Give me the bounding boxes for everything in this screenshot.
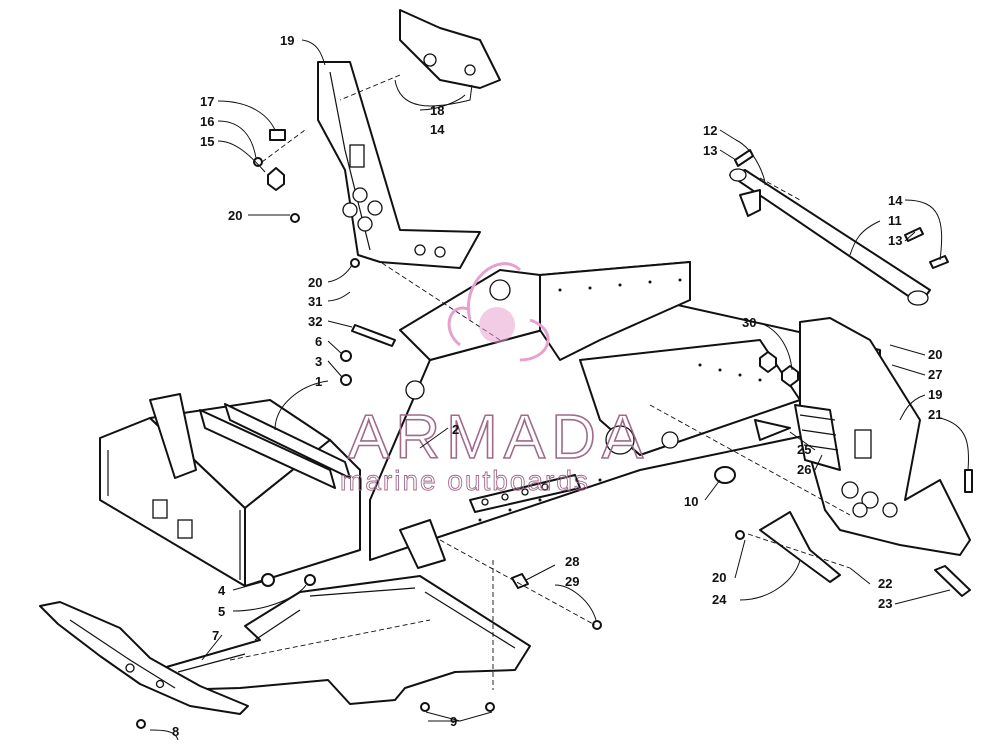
assembly-lines (261, 74, 851, 690)
small-parts (136, 129, 973, 729)
callout-28: 28 (565, 554, 579, 569)
rivet-row (478, 278, 762, 522)
steering-bracket (399, 9, 501, 89)
callout-9: 9 (450, 714, 457, 729)
callout-22: 22 (878, 576, 892, 591)
callout-23: 23 (878, 596, 892, 611)
callout-20-c: 20 (928, 347, 942, 362)
callout-5: 5 (218, 604, 225, 619)
callout-14-right: 14 (888, 193, 903, 208)
callout-7: 7 (212, 628, 219, 643)
callout-18: 18 (430, 103, 444, 118)
callout-13-b: 13 (888, 233, 902, 248)
callout-14-left: 14 (430, 122, 445, 137)
callout-leaders (149, 39, 969, 741)
callout-3: 3 (315, 354, 322, 369)
callout-26: 26 (797, 462, 811, 477)
callout-21: 21 (928, 407, 942, 422)
skid-plate (39, 601, 249, 715)
watermark-tagline: marine outboards (340, 465, 590, 496)
callout-31: 31 (308, 294, 322, 309)
steering-support-left (317, 61, 481, 269)
callout-1: 1 (315, 374, 322, 389)
callout-13-a: 13 (703, 143, 717, 158)
callout-20-b: 20 (308, 275, 322, 290)
callout-17: 17 (200, 94, 214, 109)
callout-12: 12 (703, 123, 717, 138)
callout-32: 32 (308, 314, 322, 329)
callout-19-left: 19 (280, 33, 294, 48)
callout-15: 15 (200, 134, 214, 149)
callout-30: 30 (742, 315, 756, 330)
callout-numbers: 19 17 16 15 18 14 20 20 31 32 6 3 1 2 4 … (172, 33, 942, 739)
callout-27: 27 (928, 367, 942, 382)
watermark-brand: ARMADA (348, 403, 649, 472)
callout-4: 4 (218, 583, 226, 598)
callout-20-d: 20 (712, 570, 726, 585)
belly-pan (162, 575, 531, 705)
callout-6: 6 (315, 334, 322, 349)
steering-support-right (794, 317, 971, 556)
callout-19-right: 19 (928, 387, 942, 402)
callout-29: 29 (565, 574, 579, 589)
callout-20-a: 20 (228, 208, 242, 223)
watermark-logo-icon (447, 262, 550, 362)
callout-25: 25 (797, 442, 811, 457)
callout-8: 8 (172, 724, 179, 739)
steering-tube (729, 168, 931, 306)
main-chassis (99, 261, 881, 587)
callout-16: 16 (200, 114, 214, 129)
callout-24: 24 (712, 592, 727, 607)
callout-2: 2 (452, 422, 459, 437)
callout-10: 10 (684, 494, 698, 509)
callout-11: 11 (888, 213, 902, 228)
watermark: ARMADA marine outboards (340, 262, 649, 496)
